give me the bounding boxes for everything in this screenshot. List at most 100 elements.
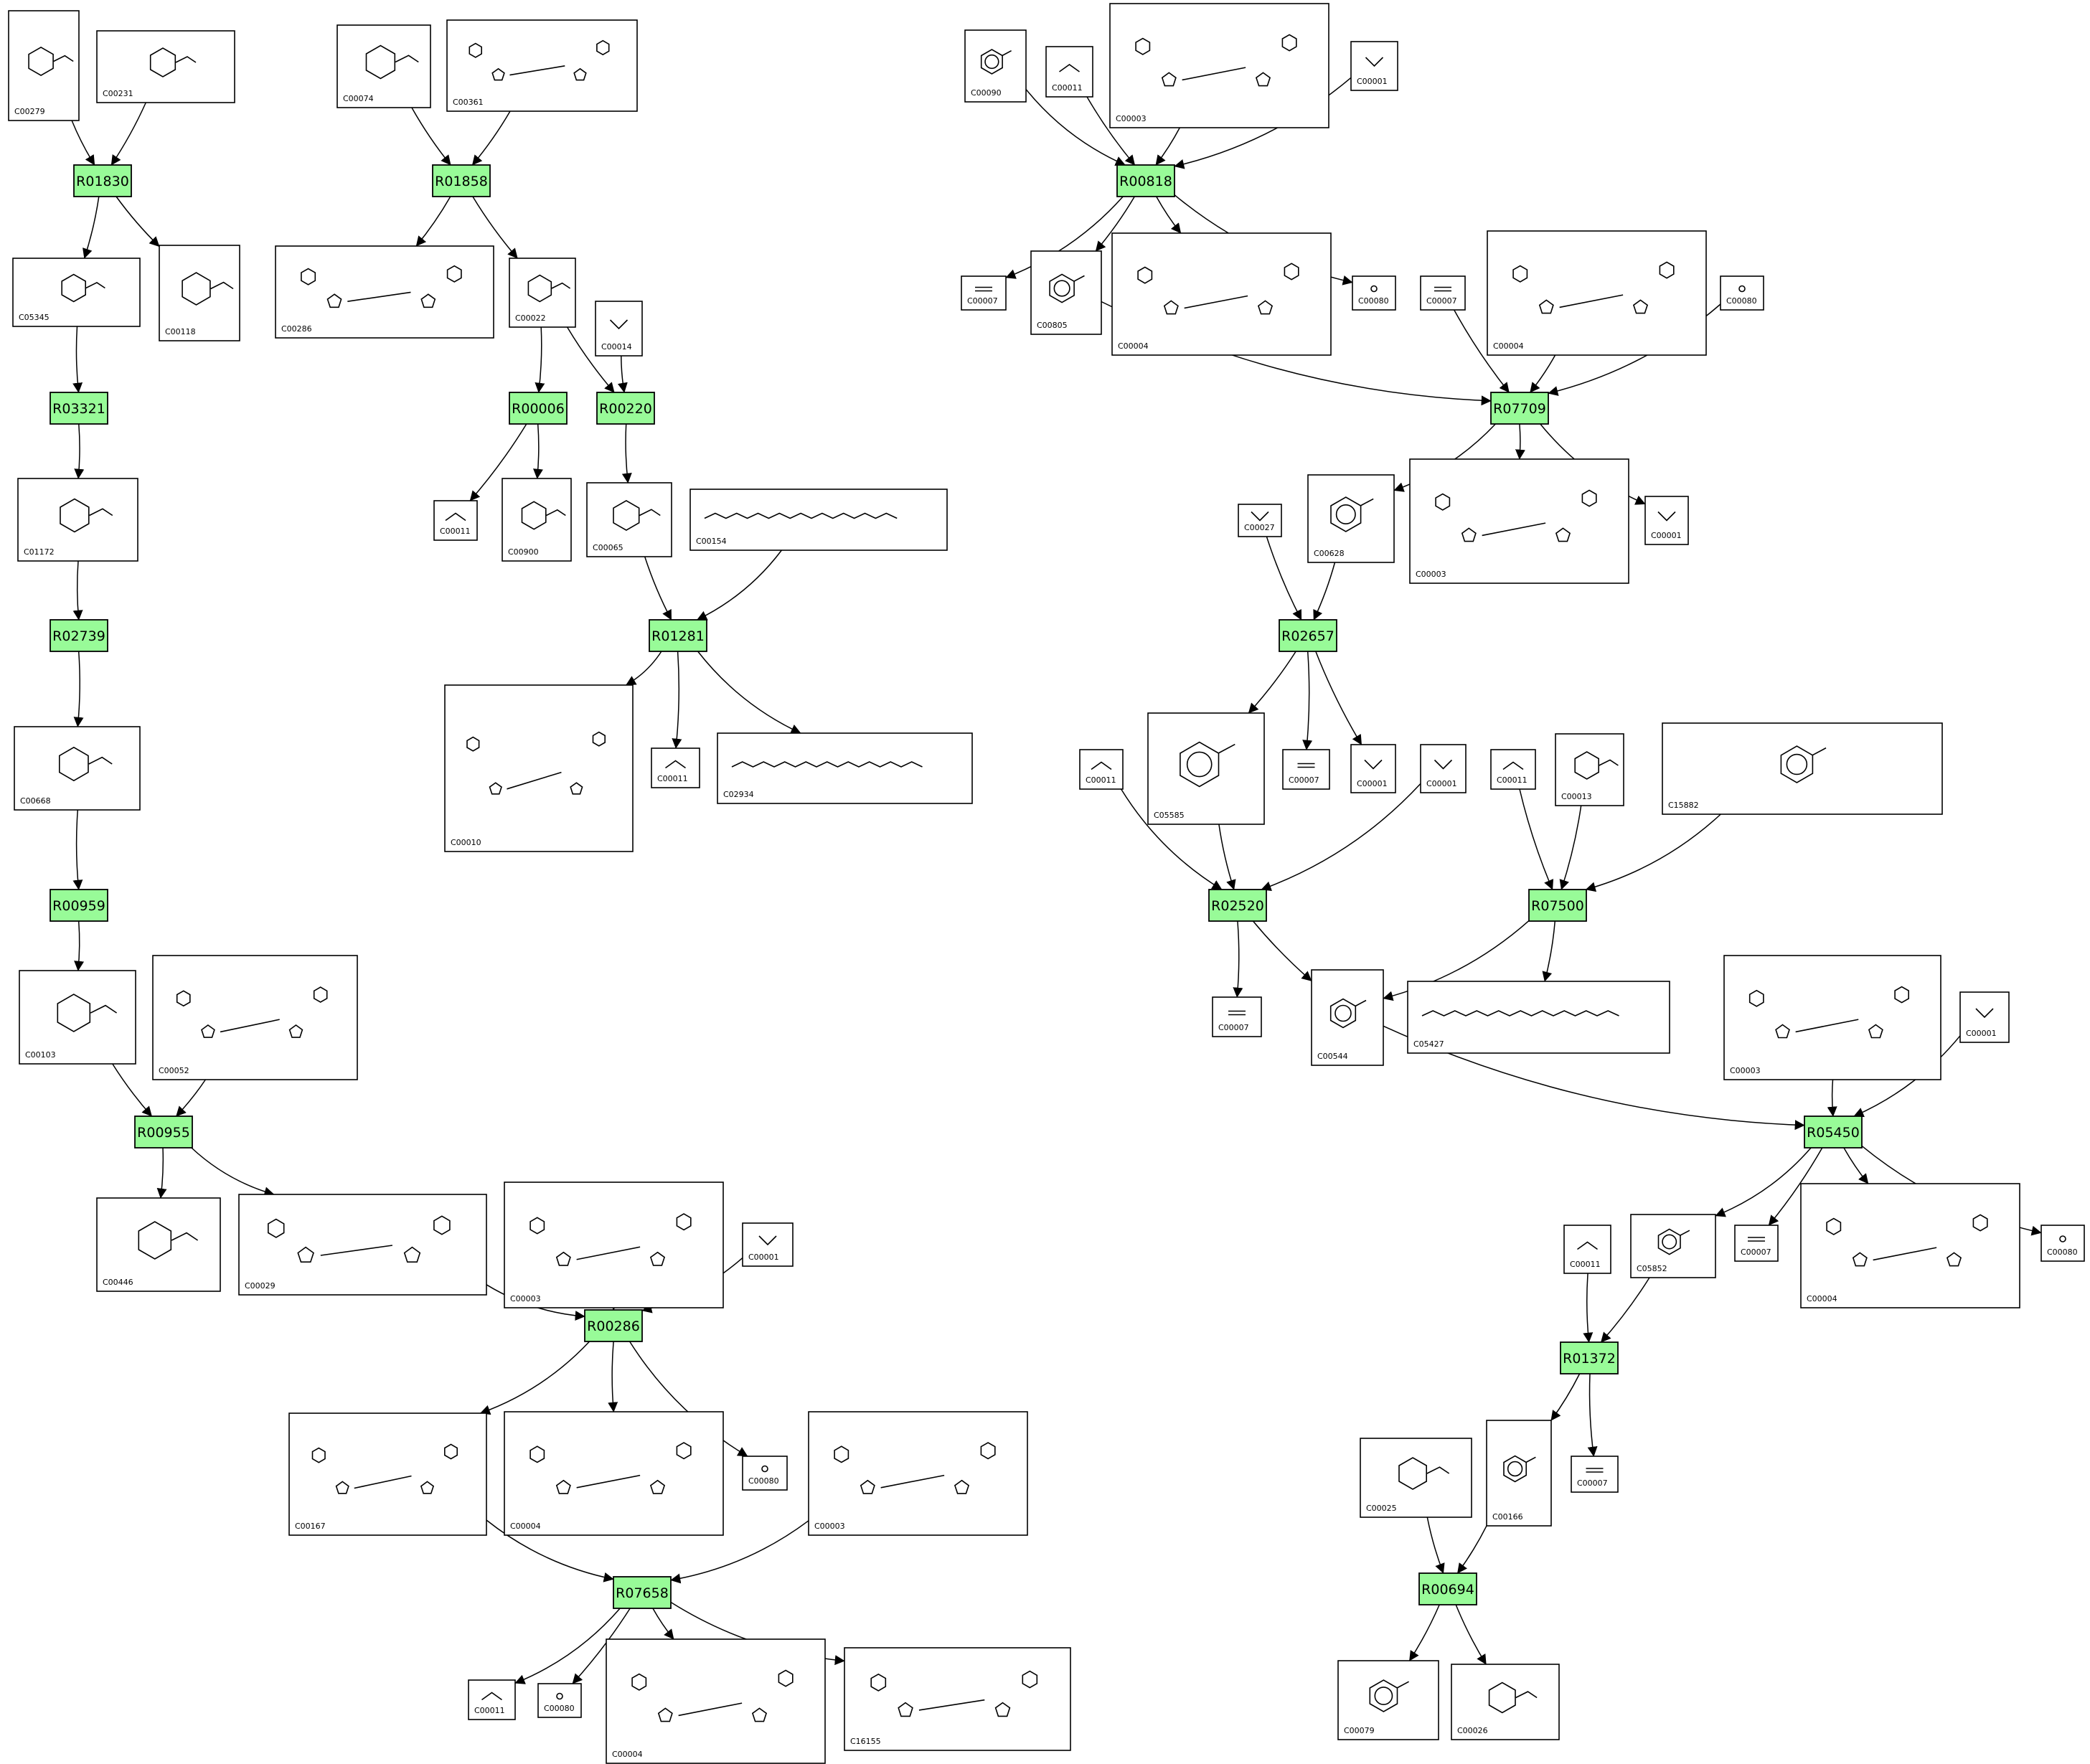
reaction-node-R03321[interactable]: R03321 (50, 392, 108, 425)
reaction-node-R02739[interactable]: R02739 (50, 619, 108, 652)
compound-node-C00001_f[interactable]: C00001 (742, 1222, 794, 1267)
reaction-node-R01281[interactable]: R01281 (649, 619, 707, 652)
compound-node-C00027[interactable]: C00027 (1238, 504, 1282, 537)
compound-node-C00001_c[interactable]: C00001 (1350, 744, 1396, 793)
compound-node-C00010[interactable]: C00010 (444, 684, 634, 852)
compound-node-C00001_b[interactable]: C00001 (1644, 496, 1689, 545)
compound-node-C00080_b[interactable]: C00080 (1720, 275, 1764, 311)
compound-node-C00286[interactable]: C00286 (275, 245, 494, 339)
compound-node-C00004_a[interactable]: C00004 (1111, 232, 1332, 356)
compound-node-C00103[interactable]: C00103 (19, 970, 136, 1065)
compound-node-C16155[interactable]: C16155 (844, 1647, 1071, 1751)
compound-node-C00090_a[interactable]: C00090 (964, 29, 1027, 103)
compound-box (1307, 474, 1395, 563)
compound-node-C00279[interactable]: C00279 (8, 10, 80, 121)
compound-node-C00446[interactable]: C00446 (96, 1197, 221, 1292)
compound-node-C00361[interactable]: C00361 (446, 19, 638, 112)
structure-drawing (1398, 1457, 1450, 1490)
compound-node-C00013[interactable]: C00013 (1555, 733, 1624, 806)
compound-node-C02934[interactable]: C02934 (717, 732, 973, 804)
compound-id-label: C00007 (967, 296, 998, 306)
compound-node-C00004_e[interactable]: C00004 (606, 1638, 826, 1764)
compound-node-C00167[interactable]: C00167 (288, 1412, 487, 1536)
reaction-node-R01830[interactable]: R01830 (73, 164, 132, 197)
compound-box (1360, 1438, 1472, 1518)
edge-C00007_b-to-R07709 (1454, 309, 1510, 393)
compound-node-C00011_f[interactable]: C00011 (1563, 1225, 1611, 1274)
compound-node-C00004_d[interactable]: C00004 (504, 1411, 724, 1536)
structure-drawing (1364, 759, 1383, 770)
compound-node-C00001_d[interactable]: C00001 (1420, 744, 1467, 793)
compound-node-C00001_a[interactable]: C00001 (1350, 41, 1398, 91)
reaction-node-R01858[interactable]: R01858 (432, 164, 491, 197)
compound-node-C00022[interactable]: C00022 (509, 258, 576, 328)
compound-node-C00007_e[interactable]: C00007 (1734, 1225, 1779, 1262)
reaction-node-R00286[interactable]: R00286 (584, 1309, 643, 1342)
compound-node-C00007_a[interactable]: C00007 (961, 275, 1007, 311)
compound-node-C00007_d[interactable]: C00007 (1212, 996, 1262, 1037)
compound-node-C15882[interactable]: C15882 (1662, 722, 1943, 815)
reaction-id-label: R02520 (1211, 898, 1264, 914)
compound-node-C00544[interactable]: C00544 (1311, 969, 1384, 1066)
compound-node-C00900[interactable]: C00900 (502, 478, 572, 562)
reaction-node-R07709[interactable]: R07709 (1490, 392, 1549, 425)
compound-node-C00007_b[interactable]: C00007 (1420, 275, 1466, 311)
reaction-node-R07658[interactable]: R07658 (613, 1576, 672, 1609)
compound-node-C00080_c[interactable]: C00080 (2040, 1225, 2085, 1262)
compound-node-C00011_c[interactable]: C00011 (651, 747, 700, 788)
reaction-node-R02657[interactable]: R02657 (1279, 619, 1337, 652)
compound-node-C00668[interactable]: C00668 (14, 726, 141, 811)
reaction-node-R00959[interactable]: R00959 (50, 889, 108, 922)
reaction-node-R02520[interactable]: R02520 (1208, 889, 1267, 922)
compound-node-C05852[interactable]: C05852 (1630, 1214, 1716, 1278)
edge-R03321-to-C01172 (74, 423, 85, 479)
compound-node-C00004_b[interactable]: C00004 (1487, 230, 1707, 356)
compound-node-C00007_c[interactable]: C00007 (1282, 749, 1330, 790)
compound-node-C05345[interactable]: C05345 (12, 258, 141, 327)
reaction-node-R00818[interactable]: R00818 (1116, 164, 1175, 197)
reaction-box (1804, 1116, 1863, 1149)
compound-node-C00011_g[interactable]: C00011 (468, 1679, 516, 1720)
compound-node-C00025[interactable]: C00025 (1360, 1438, 1472, 1518)
compound-node-C00805[interactable]: C00805 (1030, 250, 1102, 335)
compound-node-C00003_c[interactable]: C00003 (1723, 955, 1941, 1080)
compound-node-C01172[interactable]: C01172 (17, 478, 138, 562)
compound-node-C00011_a[interactable]: C00011 (1045, 46, 1093, 98)
compound-node-C00080_d[interactable]: C00080 (742, 1456, 788, 1491)
compound-node-C00011_b[interactable]: C00011 (433, 500, 478, 541)
compound-node-C00074[interactable]: C00074 (336, 24, 431, 108)
compound-node-C00080_a[interactable]: C00080 (1352, 275, 1396, 311)
compound-node-C00011_d[interactable]: C00011 (1490, 749, 1536, 790)
compound-node-C00154[interactable]: C00154 (689, 489, 948, 551)
compound-node-C00080_e[interactable]: C00080 (537, 1683, 582, 1718)
reaction-node-R00006[interactable]: R00006 (509, 392, 568, 425)
reaction-node-R00955[interactable]: R00955 (134, 1116, 193, 1149)
compound-box (504, 1411, 724, 1536)
compound-node-C00003_b[interactable]: C00003 (1409, 458, 1629, 584)
compound-node-C00003_e[interactable]: C00003 (808, 1411, 1028, 1536)
compound-node-C00003_a[interactable]: C00003 (1109, 3, 1329, 128)
compound-node-C00231[interactable]: C00231 (96, 30, 235, 103)
reaction-node-R00694[interactable]: R00694 (1418, 1572, 1477, 1605)
compound-node-C00011_e[interactable]: C00011 (1079, 749, 1124, 790)
reaction-node-R07500[interactable]: R07500 (1528, 889, 1587, 922)
compound-node-C00166[interactable]: C00166 (1486, 1420, 1552, 1527)
compound-node-C00118[interactable]: C00118 (159, 245, 240, 341)
compound-node-C00007_f[interactable]: C00007 (1571, 1456, 1619, 1493)
compound-node-C00029[interactable]: C00029 (238, 1194, 487, 1296)
compound-node-C00003_d[interactable]: C00003 (504, 1181, 724, 1308)
compound-node-C00052[interactable]: C00052 (152, 955, 358, 1080)
reaction-node-R00220[interactable]: R00220 (596, 392, 655, 425)
compound-node-C05585[interactable]: C05585 (1147, 712, 1265, 825)
compound-node-C00628[interactable]: C00628 (1307, 474, 1395, 563)
compound-node-C00014[interactable]: C00014 (595, 301, 643, 357)
compound-id-label: C00001 (1357, 77, 1388, 86)
compound-node-C05427[interactable]: C05427 (1407, 981, 1670, 1054)
compound-node-C00004_c[interactable]: C00004 (1800, 1183, 2020, 1308)
compound-node-C00001_e[interactable]: C00001 (1959, 991, 2010, 1043)
compound-node-C00079[interactable]: C00079 (1337, 1660, 1439, 1740)
reaction-node-R01372[interactable]: R01372 (1560, 1341, 1619, 1374)
compound-node-C00026[interactable]: C00026 (1451, 1664, 1560, 1740)
reaction-node-R05450[interactable]: R05450 (1804, 1116, 1863, 1149)
compound-node-C00065[interactable]: C00065 (586, 482, 672, 557)
